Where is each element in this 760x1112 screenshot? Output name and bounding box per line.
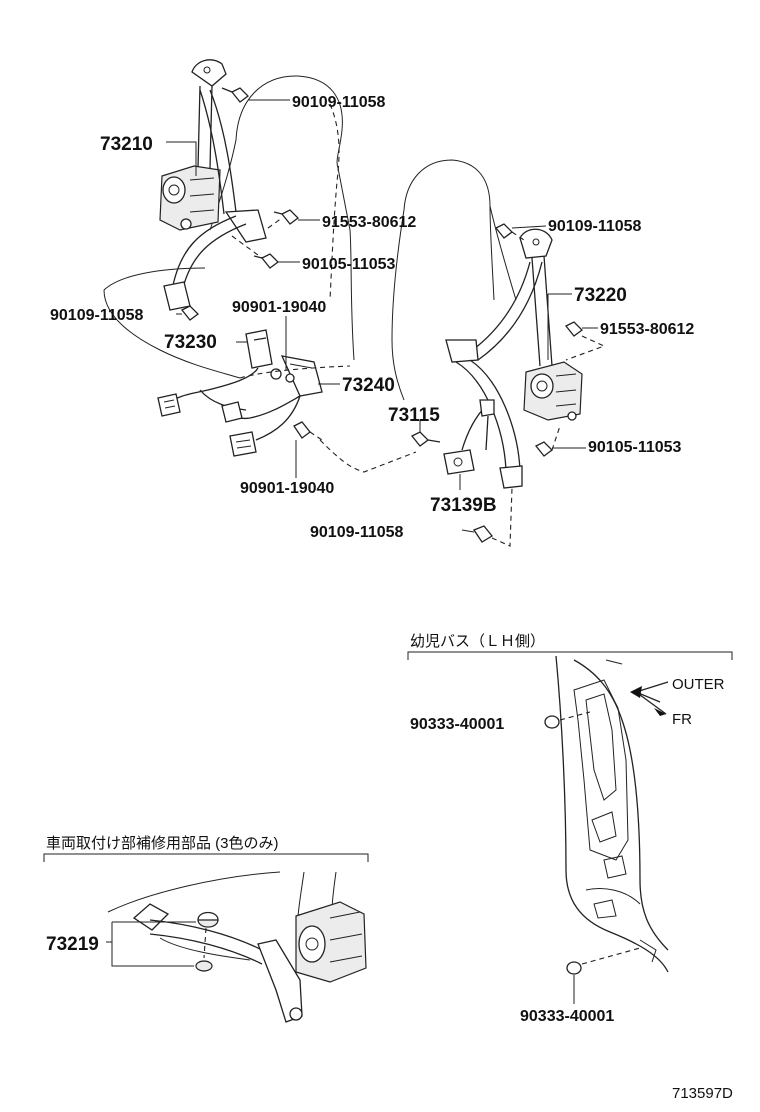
left-seat-dashed-route: [329, 103, 340, 301]
bolt-90109-top: [221, 87, 249, 103]
bolt-90109-bottom: [473, 487, 513, 547]
direction-fr: FR: [672, 711, 692, 728]
label-73139b: 73139B: [430, 495, 497, 516]
right-retractor-73220: [519, 228, 583, 421]
leader-lines-upper: [166, 99, 598, 533]
label-73219: 73219: [46, 934, 99, 955]
cap-73219-bottom: [195, 960, 213, 972]
label-73230: 73230: [164, 332, 217, 353]
bracket-73139b: [443, 399, 495, 475]
buckle-73240: [221, 355, 323, 457]
anchor-73115: [410, 431, 441, 447]
lh-bus-caption: 幼児バス（ＬＨ側）: [410, 633, 545, 650]
label-90333-40001-upper: 90333-40001: [410, 716, 504, 733]
label-90901-19040-upper: 90901-19040: [232, 299, 326, 316]
label-73115: 73115: [388, 405, 440, 426]
diagram-id: 713597D: [672, 1085, 733, 1102]
repair-parts-illustration: [107, 871, 367, 1023]
left-seat-outline: [103, 75, 355, 379]
bolt-91553-right: [564, 321, 606, 361]
label-73220: 73220: [574, 285, 627, 306]
bolt-90105-right: [534, 425, 561, 457]
direction-arrows: [630, 681, 669, 716]
label-91553-80612-right: 91553-80612: [600, 321, 694, 338]
left-retractor-73210: [159, 59, 227, 231]
plug-90333-upper: [544, 711, 591, 729]
label-90333-40001-lower: 90333-40001: [520, 1008, 614, 1025]
label-90109-11058-right: 90109-11058: [548, 218, 642, 235]
right-seat-outline: [391, 159, 517, 401]
label-90901-19040-lower: 90901-19040: [240, 480, 334, 497]
cap-73219-top: [197, 911, 219, 959]
label-91553-80612-left: 91553-80612: [322, 214, 416, 231]
repair-parts-bracket: [43, 853, 369, 862]
plug-90333-lower: [566, 947, 641, 1004]
label-90105-11053-left: 90105-11053: [302, 256, 396, 273]
floor-dashed-route: [319, 439, 417, 473]
label-73240: 73240: [342, 375, 395, 396]
label-90109-11058-bottom: 90109-11058: [310, 524, 404, 541]
label-73210: 73210: [100, 134, 153, 155]
direction-outer: OUTER: [672, 676, 725, 693]
buckle-73230: [157, 329, 273, 417]
lh-bus-pillar: [555, 655, 669, 973]
bolt-90109-right: [494, 223, 525, 241]
label-90109-11058-left: 90109-11058: [50, 307, 144, 324]
leader-73219: [106, 921, 196, 967]
lh-bus-bracket: [407, 651, 733, 660]
bolt-90901-lower: [293, 421, 323, 441]
label-90105-11053-right: 90105-11053: [588, 439, 682, 456]
label-90109-11058-top: 90109-11058: [292, 94, 386, 111]
repair-parts-caption: 車両取付け部補修用部品 (3色のみ): [46, 835, 279, 852]
bolt-91553-left: [267, 209, 299, 229]
bolt-90109-left: [180, 305, 199, 321]
